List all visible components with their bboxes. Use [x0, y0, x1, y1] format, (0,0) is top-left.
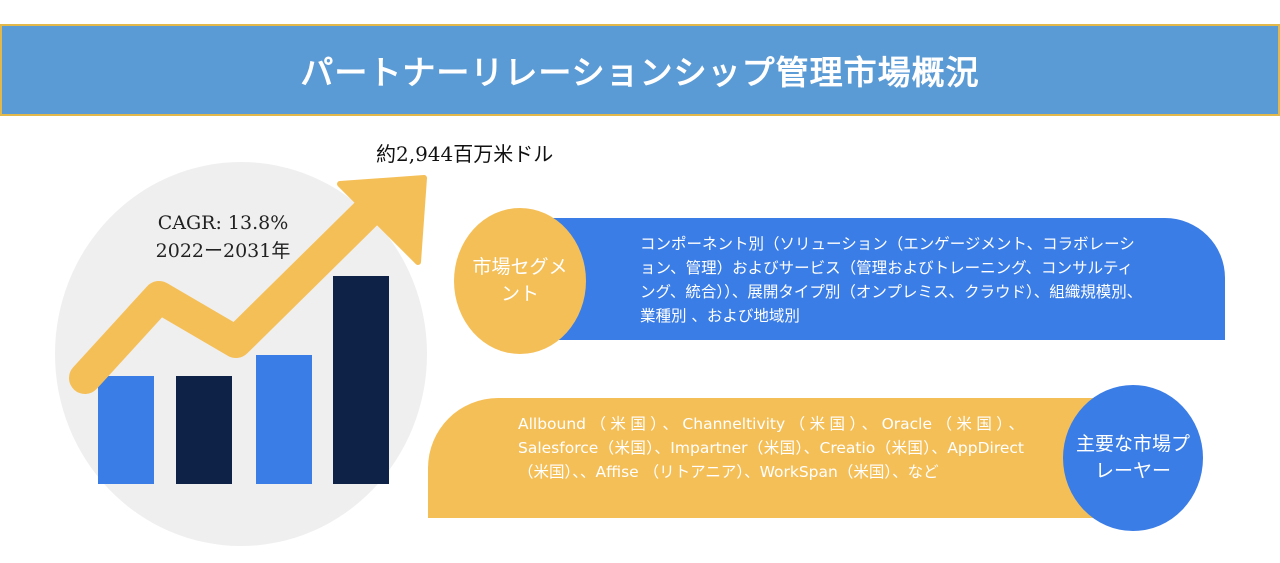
- market-value: 約2,944百万米ドル: [376, 142, 554, 166]
- growth-arrow-icon: [69, 184, 396, 394]
- players-label: 主要な市場プレーヤー: [1075, 433, 1190, 482]
- bar-3: [256, 355, 312, 484]
- players-badge: 主要な市場プレーヤー: [1063, 385, 1203, 531]
- segment-description: コンポーネント別（ソリューション（エンゲージメント、コラボレーション、管理）およ…: [640, 235, 1143, 325]
- period-text: 2022ー2031年: [155, 240, 291, 262]
- segment-badge: 市場セグメント: [454, 208, 586, 354]
- segment-label: 市場セグメント: [472, 256, 568, 305]
- bar-1: [98, 376, 154, 484]
- segment-band: [500, 218, 1225, 340]
- cagr-text: CAGR: 13.8%: [157, 212, 289, 234]
- players-band: [428, 398, 1118, 518]
- bar-2: [176, 376, 232, 484]
- header-banner: パートナーリレーションシップ管理市場概況: [0, 24, 1280, 116]
- cagr-block: CAGR: 13.8% 2022ー2031年: [138, 209, 308, 265]
- page-title: パートナーリレーションシップ管理市場概況: [300, 53, 980, 92]
- players-description: Allbound（米国）、Channeltivity（米国）、Oracle（米国…: [518, 415, 1024, 481]
- bar-4: [333, 276, 389, 484]
- arrow-head-icon: [337, 175, 427, 265]
